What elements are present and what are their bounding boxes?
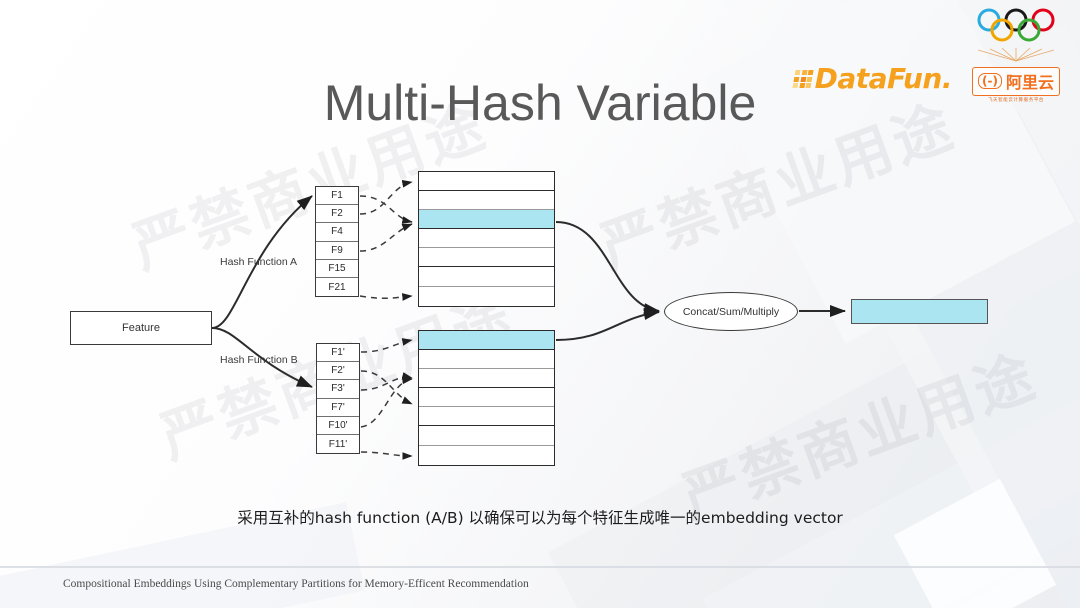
ali-wordmark: 阿里云 [1005,73,1054,92]
datafun-logo: DataFun. [792,62,953,95]
feature-cell: F2 [316,205,358,224]
datafun-wordmark: DataFun. [814,62,953,95]
embedding-table-a [418,171,555,307]
logo-bar: DataFun. [792,8,1062,103]
embedding-row [419,286,554,306]
embedding-row [419,350,554,370]
ali-badge: (-) 阿里云 [972,67,1060,96]
feature-cell: F10' [317,416,359,435]
embedding-row [419,172,554,192]
hash-function-b-label: Hash Function B [220,354,298,366]
feature-cell: F21 [316,277,358,297]
embedding-row [419,248,554,268]
embedding-row [419,191,554,211]
feature-cell: F11' [317,434,359,454]
embedding-table-b [418,330,555,466]
ali-mark-icon: (-) [978,73,1002,89]
ali-rays-icon [972,47,1060,67]
feature-cell: F2' [317,362,359,381]
embedding-row [419,445,554,465]
feature-cell: F4 [316,223,358,242]
ali-subtitle: 飞天智能云计算服务平台 [987,98,1045,103]
embedding-row [419,267,554,287]
hash-function-a-label: Hash Function A [220,256,298,268]
output-vector [851,299,988,324]
feature-cell: F15 [316,259,358,278]
embedding-row [419,229,554,249]
alibaba-cloud-logo: (-) 阿里云 飞天智能云计算服务平台 [970,8,1062,103]
feature-cell: F1' [317,344,359,363]
embedding-row [419,426,554,446]
feature-cell: F3' [317,380,359,399]
combine-node: Concat/Sum/Multiply [664,292,798,331]
embedding-row [419,388,554,408]
feature-list-b: F1'F2'F3'F7'F10'F11' [316,343,360,455]
olympic-rings-icon [973,8,1059,47]
page-title: Multi-Hash Variable [323,75,757,131]
embedding-row [419,407,554,427]
embedding-row-highlighted [419,210,554,230]
embedding-row-highlighted [419,331,554,351]
feature-cell: F1 [316,187,358,206]
slide-caption: 采用互补的hash function (A/B) 以确保可以为每个特征生成唯一的… [237,509,843,527]
feature-cell: F7' [317,398,359,417]
feature-box: Feature [70,311,212,345]
feature-cell: F9 [316,241,358,260]
footer-citation: Compositional Embeddings Using Complemen… [63,578,529,590]
embedding-row [419,369,554,389]
